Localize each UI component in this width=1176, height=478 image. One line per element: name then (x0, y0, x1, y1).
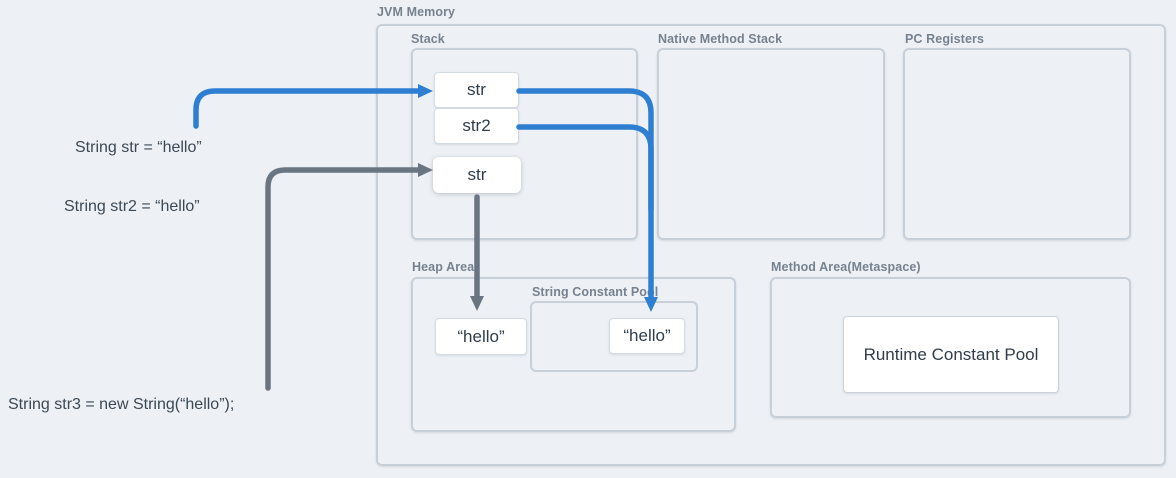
pc-registers-region (903, 48, 1131, 240)
string-constant-pool-region (530, 301, 698, 372)
pc-registers-label: PC Registers (905, 32, 985, 46)
method-area-region (770, 277, 1131, 418)
stack-var-str: str (434, 72, 519, 108)
string-constant-pool-label: String Constant Pool (532, 285, 659, 299)
scp-hello-object: “hello” (609, 318, 685, 354)
native-method-stack-region (657, 48, 885, 240)
heap-hello-object: “hello” (435, 318, 527, 355)
method-area-label: Method Area(Metaspace) (771, 260, 921, 274)
native-method-stack-label: Native Method Stack (658, 32, 783, 46)
code-line-str3: String str3 = new String(“hello”); (8, 396, 235, 413)
stack-var-str3: str (433, 157, 521, 193)
heap-area-label: Heap Area (412, 260, 475, 274)
stack-label: Stack (411, 32, 445, 46)
jvm-memory-label: JVM Memory (377, 5, 456, 19)
code-line-str2: String str2 = “hello” (64, 198, 200, 215)
stack-var-str2: str2 (434, 108, 519, 144)
code-line-str: String str = “hello” (75, 139, 202, 156)
runtime-constant-pool-box: Runtime Constant Pool (843, 316, 1059, 393)
